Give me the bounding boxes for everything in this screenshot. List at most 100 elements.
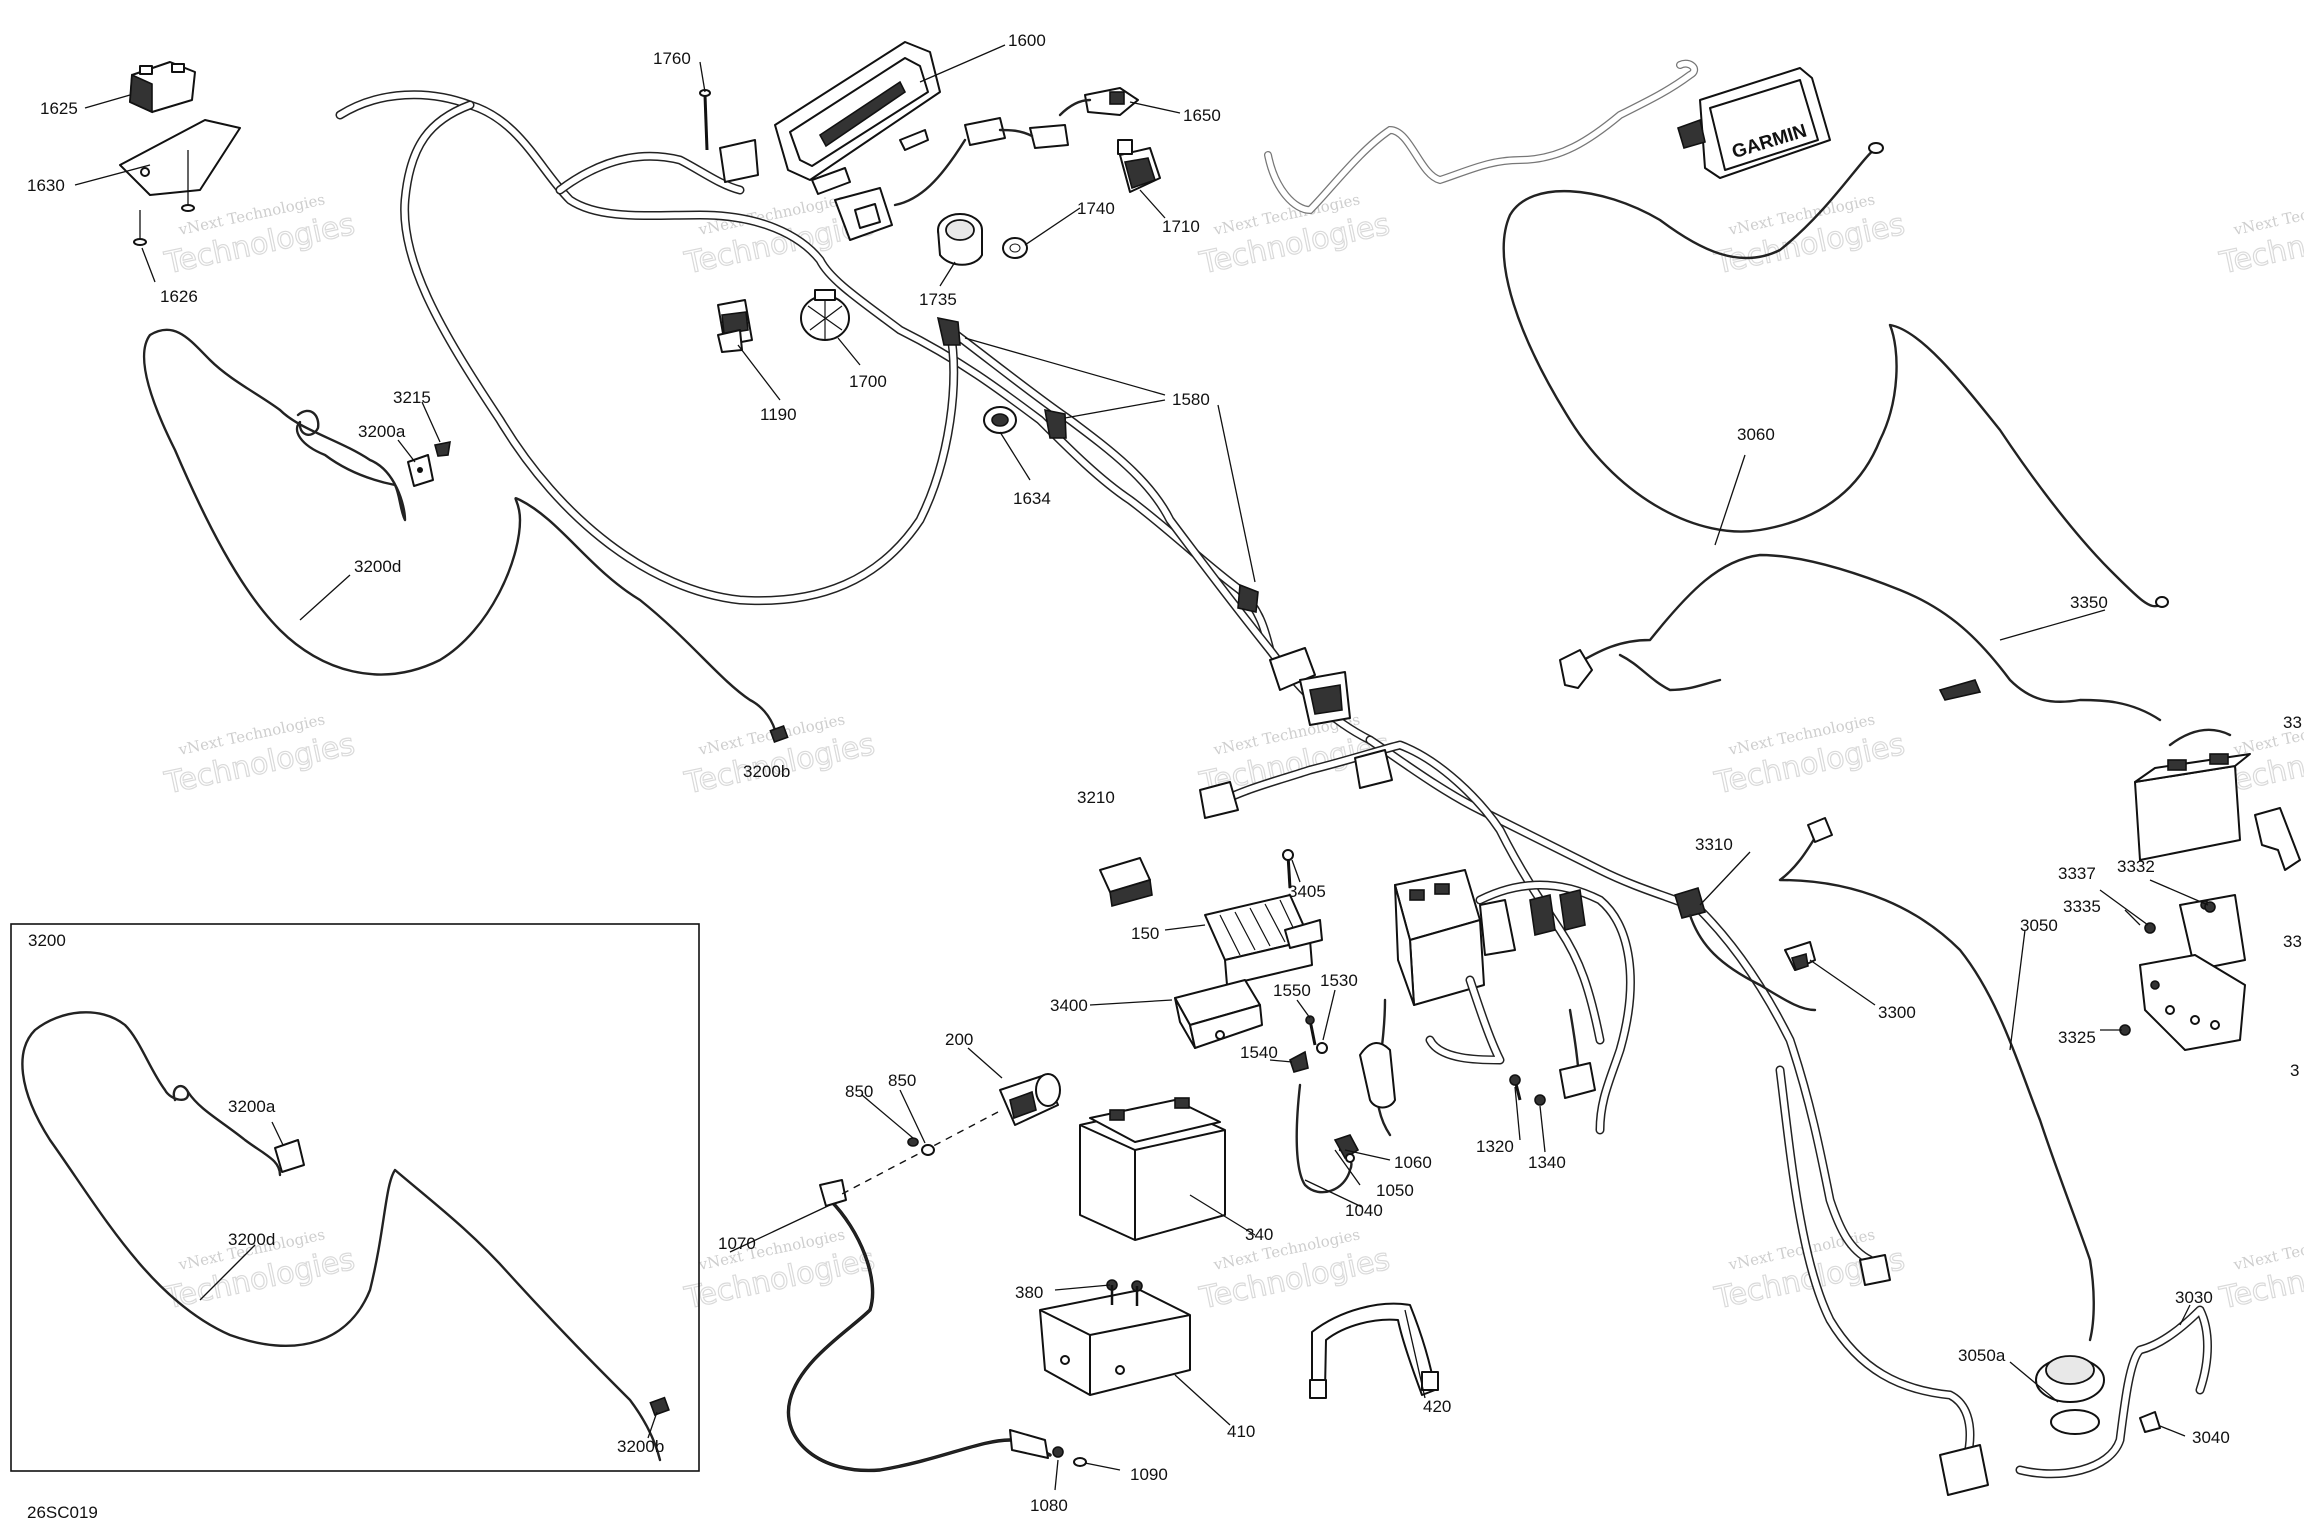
mount-3030 [2015, 1305, 2212, 1479]
bracket-1630 [119, 119, 241, 196]
bolts-1530-1550 [1289, 1015, 1328, 1073]
callout-3210: 3210 [1077, 788, 1115, 807]
callout-3335: 3335 [2063, 897, 2101, 916]
gps-wire-light [1264, 59, 1699, 215]
wire-3060 [1502, 142, 2169, 608]
callout-3050a: 3050a [1958, 1346, 2006, 1365]
callout-3200b: 3200b [743, 762, 790, 781]
battery-tray-410 [1039, 1289, 1191, 1396]
callout-3060: 3060 [1737, 425, 1775, 444]
callout-1530: 1530 [1320, 971, 1358, 990]
module-3210 [1099, 857, 1153, 908]
callout-1540: 1540 [1240, 1043, 1278, 1062]
regulator-150 [1204, 894, 1323, 986]
connector-3310 [1674, 886, 1817, 1012]
screw-1760 [699, 89, 711, 151]
callout-3215: 3215 [393, 388, 431, 407]
callout-3400: 3400 [1050, 996, 1088, 1015]
callout-1320: 1320 [1476, 1137, 1514, 1156]
callout-1050: 1050 [1376, 1181, 1414, 1200]
speaker-3050a [2035, 1355, 2105, 1435]
callout-3332: 3332 [2117, 857, 2155, 876]
callout-labels: 1600 1760 1650 1625 1630 1626 1740 1710 … [27, 31, 2302, 1515]
callout-150: 150 [1131, 924, 1159, 943]
nut-1340 [1534, 1094, 1546, 1106]
switch-group [719, 117, 1069, 241]
callout-1040: 1040 [1345, 1201, 1383, 1220]
callout-1580: 1580 [1172, 390, 1210, 409]
starter-cable-1070 [786, 1179, 1052, 1473]
fuse-box [1394, 869, 1516, 1006]
tie-3215 [434, 440, 451, 457]
callout-380: 380 [1015, 1283, 1043, 1302]
callout-1760: 1760 [653, 49, 691, 68]
callout-3337: 3337 [2058, 864, 2096, 883]
callout-3200d: 3200d [354, 557, 401, 576]
callout-420: 420 [1423, 1397, 1451, 1416]
inset-callout-3200b: 3200b [617, 1437, 664, 1456]
callout-1740: 1740 [1077, 199, 1115, 218]
callout-1090: 1090 [1130, 1465, 1168, 1484]
callout-3030: 3030 [2175, 1288, 2213, 1307]
harness-fuse-loop [1425, 880, 1635, 1135]
strap-420 [1309, 1302, 1439, 1399]
callout-edge-tray: 33 [2283, 932, 2302, 951]
gauge-cluster-1600 [774, 41, 941, 195]
callout-3405: 3405 [1288, 882, 1326, 901]
nuts-850 [907, 1137, 935, 1156]
wire-3050 [1778, 817, 2095, 1342]
callout-1060: 1060 [1394, 1153, 1432, 1172]
screw-1626 [133, 150, 195, 246]
connector-1190 [717, 299, 753, 353]
inset-clip-3200a [274, 1139, 305, 1173]
callout-3040: 3040 [2192, 1428, 2230, 1447]
connector-1650 [1058, 87, 1139, 117]
callout-1700: 1700 [849, 372, 887, 391]
diagram-code: 26SC019 [27, 1503, 98, 1522]
screws-3332-3337 [2119, 901, 2216, 1036]
callout-edge-bracket: 3 [2290, 1061, 2299, 1080]
inset-title: 3200 [28, 931, 66, 950]
bracket-3400 [1174, 979, 1263, 1049]
inset-callout-3200a: 3200a [228, 1097, 276, 1116]
callout-1340: 1340 [1528, 1153, 1566, 1172]
callout-1650: 1650 [1183, 106, 1221, 125]
cable-1060 [1359, 1042, 1396, 1109]
front-harness [335, 90, 1375, 745]
screw-1320 [1509, 1074, 1522, 1101]
callout-3050: 3050 [2020, 916, 2058, 935]
harness-connectors-mid [1269, 647, 1351, 726]
callout-1630: 1630 [27, 176, 65, 195]
wire-3200d [142, 328, 789, 744]
callout-3200a: 3200a [358, 422, 406, 441]
callout-edge-battery: 33 [2283, 713, 2302, 732]
plug-1700 [800, 289, 850, 341]
callout-1634: 1634 [1013, 489, 1051, 508]
switch-1710 [1117, 139, 1161, 193]
callout-850-a: 850 [845, 1082, 873, 1101]
watermark-layer: Technologies vNext Technologies Technolo… [161, 190, 2304, 1317]
solenoid-200 [839, 1073, 1061, 1196]
sensor-3300 [1784, 941, 1816, 972]
battery-right [2134, 728, 2251, 861]
nut-1740 [1002, 237, 1028, 259]
strap-right [2254, 807, 2301, 871]
clip-3200a [407, 454, 434, 487]
callout-1600: 1600 [1008, 31, 1046, 50]
gps-unit: GARMIN [1677, 67, 1831, 179]
washer-1090 [1073, 1457, 1087, 1467]
callout-3310: 3310 [1695, 835, 1733, 854]
callout-410: 410 [1227, 1422, 1255, 1441]
module-1625 [129, 61, 196, 114]
inset-callout-3200d: 3200d [228, 1230, 275, 1249]
knob-1735 [937, 213, 983, 266]
callout-1735: 1735 [919, 290, 957, 309]
callout-3325: 3325 [2058, 1028, 2096, 1047]
callout-1080: 1080 [1030, 1496, 1068, 1515]
callout-1710: 1710 [1162, 217, 1200, 236]
callout-3350: 3350 [2070, 593, 2108, 612]
battery-340 [1079, 1097, 1226, 1241]
leader-lines [74, 44, 2209, 1491]
harness-center [1199, 740, 1605, 1045]
